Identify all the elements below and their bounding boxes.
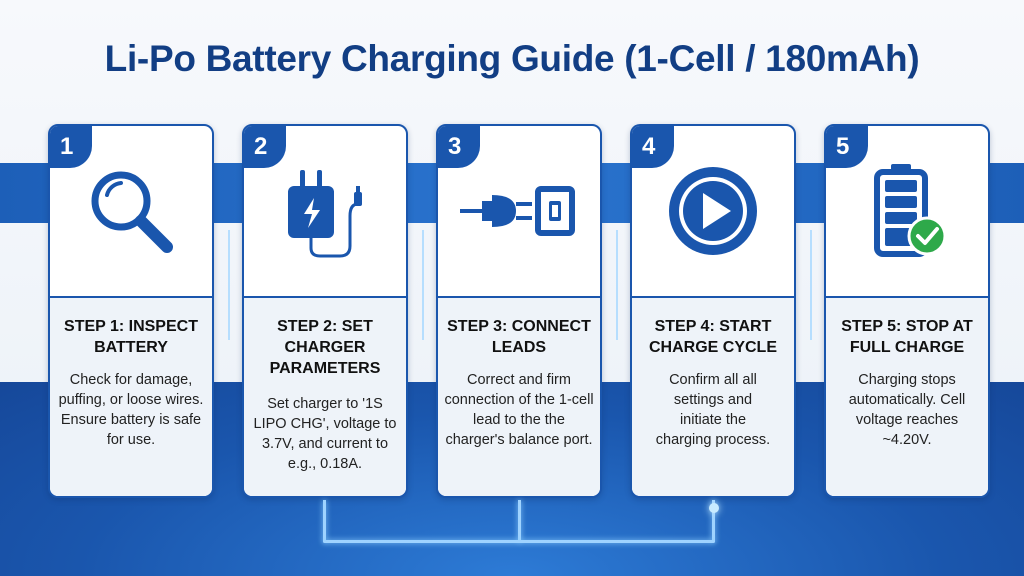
step-card-4: 4 STEP 4: START CHARGE CYCLE Confirm all…	[630, 124, 796, 498]
step-card-2: 2 STEP 2: SET CHARGER PARAMETERS Set cha…	[242, 124, 408, 498]
play-icon	[669, 167, 757, 255]
charger-plug-icon	[288, 170, 362, 258]
step-text: STEP 5: STOP AT FULL CHARGE Charging sto…	[826, 298, 988, 496]
step-number-badge: 1	[50, 126, 92, 168]
step-card-5: 5 STEP 5: STOP AT FULL CHARGE Charging s…	[824, 124, 990, 498]
magnifier-icon	[91, 171, 173, 253]
page-title: Li-Po Battery Charging Guide (1-Cell / 1…	[104, 38, 920, 79]
step-title: STEP 5: STOP AT FULL CHARGE	[841, 318, 973, 356]
step-description: Check for damage, puffing, or loose wire…	[58, 372, 204, 448]
step-text: STEP 1: INSPECT BATTERY Check for damage…	[50, 298, 212, 496]
step-number-badge: 2	[244, 126, 286, 168]
step-number-badge: 3	[438, 126, 480, 168]
step-icon-area	[244, 126, 406, 296]
connector-dot	[709, 503, 719, 513]
glow-line	[228, 230, 230, 340]
step-description: Charging stops automatically. Cell volta…	[848, 372, 966, 448]
step-title: STEP 3: CONNECT LEADS	[447, 318, 591, 356]
step-card-3: 3 STEP 3: CONNECT LEADS Correct and firm…	[436, 124, 602, 498]
step-text: STEP 3: CONNECT LEADS Correct and firm c…	[438, 298, 600, 496]
connector-line	[323, 500, 326, 542]
step-description: Correct and firm connection of the 1-cel…	[444, 372, 594, 448]
connector-line	[518, 500, 521, 542]
step-number-badge: 5	[826, 126, 868, 168]
step-description: Set charger to '1S LIPO CHG', voltage to…	[253, 396, 397, 472]
battery-full-check-icon	[874, 164, 947, 257]
connector-bar	[323, 540, 715, 543]
step-title: STEP 1: INSPECT BATTERY	[64, 318, 198, 356]
glow-line	[616, 230, 618, 340]
step-icon-area	[826, 126, 988, 296]
step-description: Confirm all all settings and initiate th…	[655, 372, 771, 448]
plug-socket-icon	[460, 186, 575, 236]
step-title: STEP 4: START CHARGE CYCLE	[648, 318, 777, 356]
step-text: STEP 4: START CHARGE CYCLE Confirm all a…	[632, 298, 794, 496]
step-icon-area	[632, 126, 794, 296]
step-text: STEP 2: SET CHARGER PARAMETERS Set charg…	[244, 298, 406, 496]
step-icon-area	[50, 126, 212, 296]
step-card-1: 1 STEP 1: INSPECT BATTERY Check for dama…	[48, 124, 214, 498]
glow-line	[422, 230, 424, 340]
step-title: STEP 2: SET CHARGER PARAMETERS	[269, 318, 381, 377]
step-icon-area	[438, 126, 600, 296]
connector-line	[712, 500, 715, 542]
step-number-badge: 4	[632, 126, 674, 168]
glow-line	[810, 230, 812, 340]
